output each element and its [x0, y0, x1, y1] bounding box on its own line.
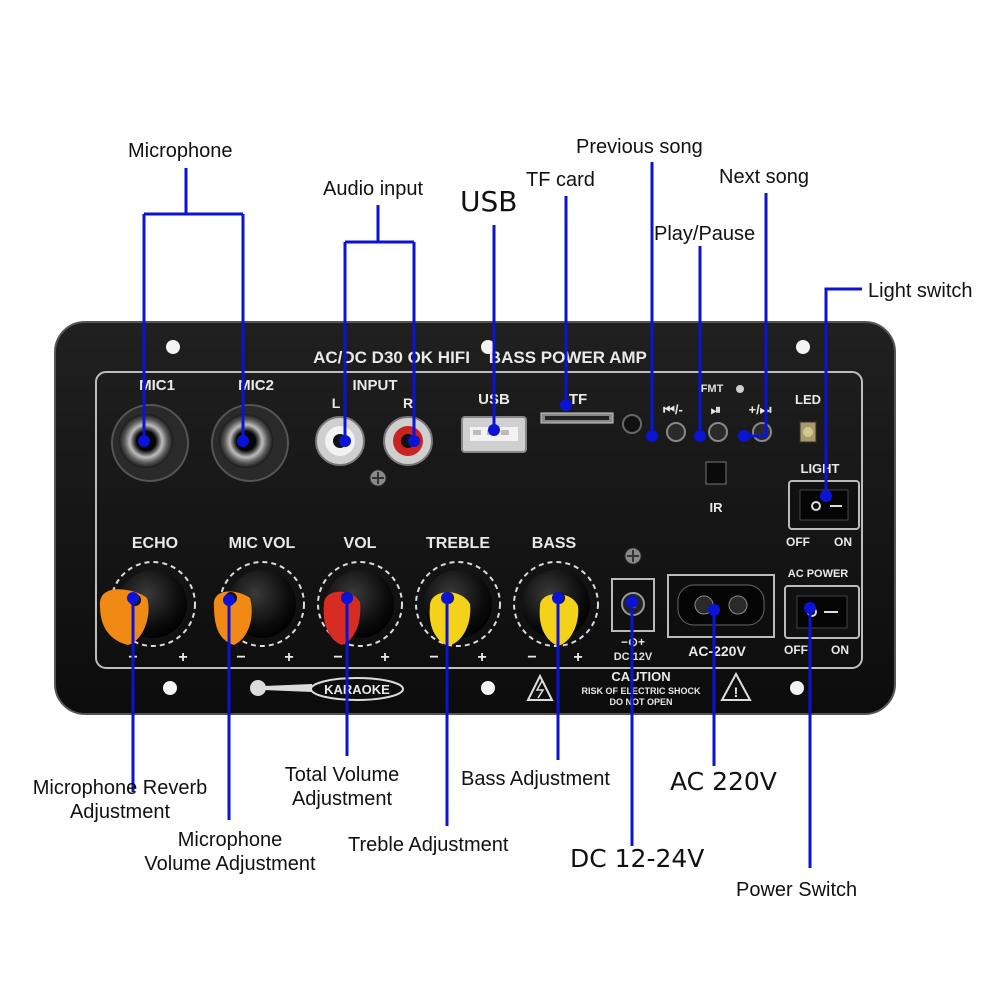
- mic2-label: MIC2: [238, 377, 274, 394]
- callout-microphone: Microphone: [128, 140, 233, 162]
- callout-bass: Bass Adjustment: [461, 768, 610, 790]
- mic-vol-label: MIC VOL: [229, 535, 296, 552]
- status-led: [736, 385, 744, 393]
- svg-text:−: −: [429, 649, 438, 666]
- light-off-label: OFF: [786, 535, 810, 549]
- ac-label: AC-220V: [688, 643, 746, 659]
- treble-label: TREBLE: [426, 535, 490, 552]
- vol-label: VOL: [344, 535, 377, 552]
- previous-button[interactable]: [666, 422, 686, 442]
- play-pause-button[interactable]: [708, 422, 728, 442]
- tf-slot-label: TF: [569, 391, 587, 408]
- callout-mic-volume-line1: Microphone: [177, 829, 283, 851]
- next-button[interactable]: [752, 422, 772, 442]
- pointer-dots: [127, 399, 832, 616]
- callout-light-switch: Light switch: [868, 280, 973, 302]
- callout-play-pause: Play/Pause: [654, 223, 756, 245]
- callout-mic-volume-line2: Volume Adjustment: [144, 853, 316, 875]
- callout-total-volume-line2: Adjustment: [291, 788, 393, 810]
- svg-text:RISK OF ELECTRIC SHOCK: RISK OF ELECTRIC SHOCK: [581, 686, 701, 696]
- power-off-label: OFF: [784, 643, 808, 657]
- svg-text:CAUTION: CAUTION: [611, 669, 670, 684]
- svg-text:DO NOT OPEN: DO NOT OPEN: [609, 697, 672, 707]
- led-label: LED: [795, 392, 821, 407]
- fmt-label: FMT: [701, 383, 724, 395]
- callout-mic-reverb-line2: Adjustment: [69, 801, 171, 823]
- karaoke-badge: KARAOKE: [250, 677, 404, 701]
- prev-button-label: ⏮/-: [663, 402, 683, 417]
- callout-dc-12-24v: DC 12-24V: [570, 844, 705, 873]
- ac-power-socket[interactable]: [667, 574, 775, 638]
- ir-sensor: [705, 461, 727, 485]
- ac-power-label: AC POWER: [788, 568, 849, 580]
- ir-label: IR: [710, 500, 724, 515]
- mic-volume-knob[interactable]: [213, 561, 305, 647]
- caution-block: CAUTION RISK OF ELECTRIC SHOCK DO NOT OP…: [526, 669, 752, 707]
- input-label: INPUT: [353, 377, 398, 394]
- svg-text:+: +: [284, 649, 293, 666]
- callout-audio-input: Audio input: [323, 178, 424, 200]
- next-button-label: +/⏭: [749, 402, 772, 417]
- callout-total-volume: Total Volume Adjustment: [262, 763, 422, 811]
- light-switch[interactable]: [788, 480, 860, 530]
- callout-power-switch: Power Switch: [736, 879, 858, 901]
- panel-inner-frame: [95, 371, 863, 669]
- mic1-label: MIC1: [139, 377, 175, 394]
- power-on-label: ON: [831, 643, 849, 657]
- mounting-holes: [163, 340, 810, 695]
- play-button-label: ⏯: [711, 402, 721, 417]
- callout-tf-card: TF card: [526, 169, 595, 191]
- ir-receiver: [622, 414, 642, 434]
- tf-card-slot[interactable]: [540, 412, 614, 424]
- led-indicator: [799, 421, 817, 443]
- callout-next-song: Next song: [719, 166, 810, 188]
- svg-text:−: −: [527, 649, 536, 666]
- callout-treble: Treble Adjustment: [348, 834, 509, 856]
- echo-label: ECHO: [132, 535, 178, 552]
- callout-mic-volume: Microphone Volume Adjustment: [130, 828, 330, 876]
- callout-total-volume-line1: Total Volume: [284, 764, 400, 786]
- light-on-label: ON: [834, 535, 852, 549]
- mic1-jack[interactable]: [111, 404, 189, 482]
- dc-screw: [624, 547, 642, 565]
- mic2-jack[interactable]: [211, 404, 289, 482]
- callout-usb: USB: [460, 185, 518, 218]
- svg-text:!: !: [734, 684, 739, 700]
- pointer-lines: [131, 162, 862, 868]
- screw: [369, 469, 387, 487]
- light-label: LIGHT: [801, 461, 840, 476]
- svg-text:+: +: [178, 649, 187, 666]
- svg-text:−: −: [333, 649, 342, 666]
- svg-text:+: +: [573, 649, 582, 666]
- callout-mic-reverb-line1: Microphone Reverb: [32, 777, 208, 799]
- svg-text:+: +: [380, 649, 389, 666]
- ac-power-switch[interactable]: [784, 585, 860, 639]
- callout-mic-reverb: Microphone Reverb Adjustment: [20, 776, 220, 824]
- callout-ac-220v: AC 220V: [670, 767, 777, 796]
- panel-header: AC/DC D30 OK HIFI BASS POWER AMP: [313, 348, 647, 367]
- input-r-label: R: [403, 395, 413, 411]
- karaoke-text: KARAOKE: [324, 682, 390, 697]
- svg-text:−: −: [236, 649, 245, 666]
- echo-knob[interactable]: [99, 561, 196, 647]
- bass-label: BASS: [532, 535, 577, 552]
- callout-previous-song: Previous song: [576, 136, 703, 158]
- input-l-label: L: [332, 395, 341, 411]
- svg-text:+: +: [477, 649, 486, 666]
